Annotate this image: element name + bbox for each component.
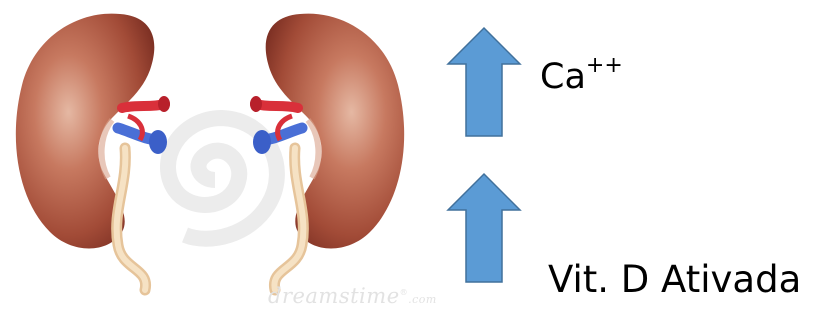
left-kidney (16, 14, 170, 290)
calcium-charge: ++ (586, 53, 623, 78)
watermark-brand: dreamstime (268, 284, 400, 308)
watermark-logo: dreamstime®.com (268, 284, 468, 308)
kidneys-illustration (0, 0, 440, 320)
calcium-label: Ca++ (540, 57, 623, 97)
watermark-domain: .com (408, 293, 437, 306)
arrow-shape (448, 174, 520, 282)
up-arrow-icon (446, 172, 522, 284)
vitamin-d-label: Vit. D Ativada (548, 258, 801, 301)
watermark-registered: ® (400, 288, 409, 297)
up-arrow-icon (446, 26, 522, 138)
arrow-shape (448, 28, 520, 136)
calcium-symbol: Ca (540, 57, 586, 97)
